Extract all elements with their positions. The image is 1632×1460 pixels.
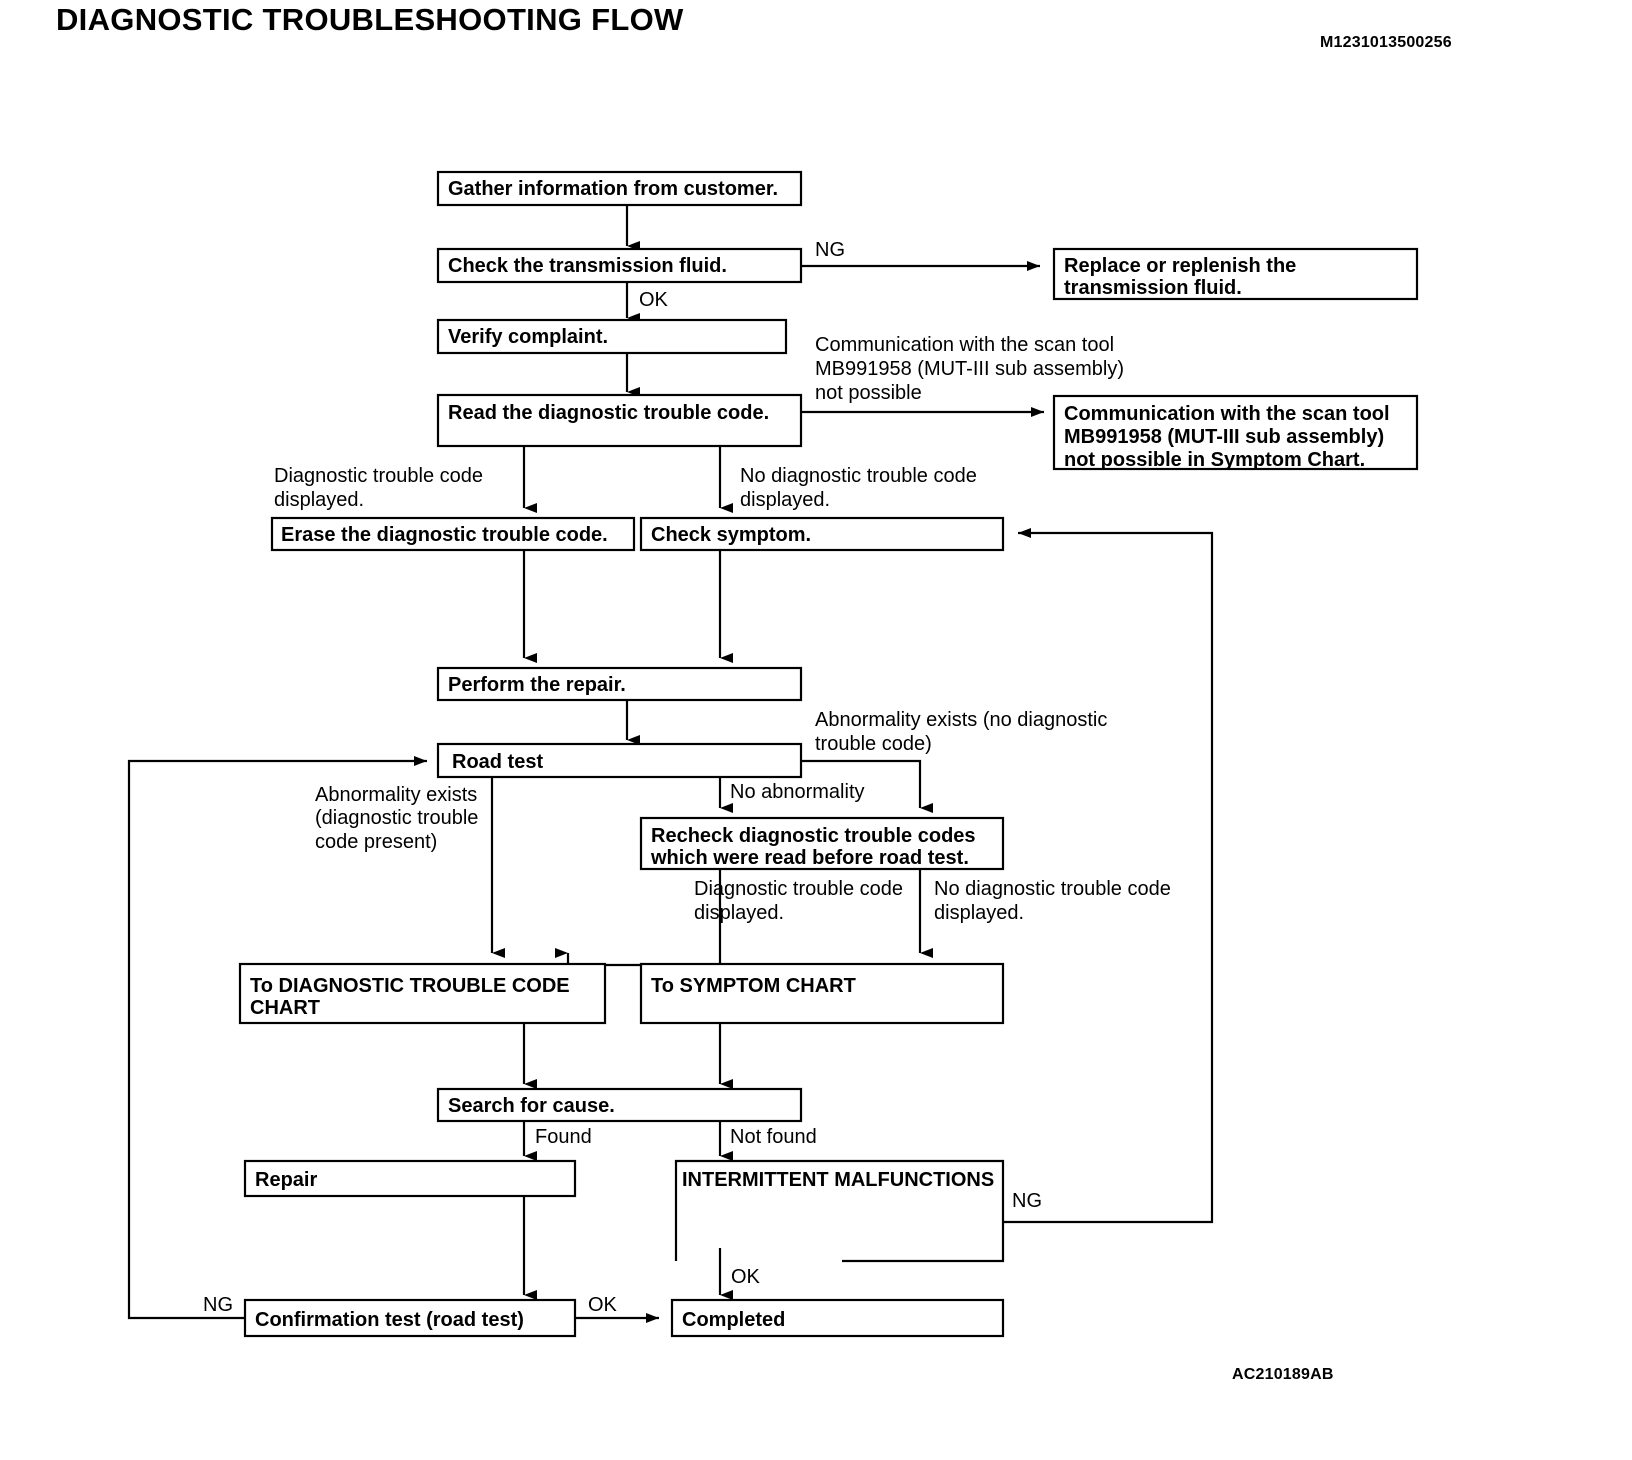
node-perform-the-repair-label: Perform the repair. xyxy=(448,674,626,696)
edge-label-comm-note-line3: not possible xyxy=(815,382,922,404)
node-to-diagnostic-trouble-code-chart-line2: CHART xyxy=(250,997,320,1019)
node-road-test-label: Road test xyxy=(452,751,543,773)
connector-intermittent-ng-return xyxy=(1003,528,1214,1224)
node-to-symptom-chart-label: To SYMPTOM CHART xyxy=(651,975,856,997)
node-read-diagnostic-trouble-code-label: Read the diagnostic trouble code. xyxy=(448,402,769,424)
node-check-symptom[interactable]: Check symptom. xyxy=(639,516,1005,552)
page-title: DIAGNOSTIC TROUBLESHOOTING FLOW xyxy=(56,2,684,37)
node-search-for-cause-label: Search for cause. xyxy=(448,1095,615,1117)
node-read-diagnostic-trouble-code[interactable]: Read the diagnostic trouble code. xyxy=(436,393,803,448)
node-intermittent-malfunctions-label: INTERMITTENT MALFUNCTIONS xyxy=(682,1169,994,1191)
node-communication-not-possible[interactable]: Communication with the scan tool MB99195… xyxy=(1052,394,1419,471)
node-verify-complaint-label: Verify complaint. xyxy=(448,326,608,348)
edge-label-not-found: Not found xyxy=(730,1126,817,1148)
edge-label-ng-confirmation: NG xyxy=(203,1294,233,1316)
edge-label-abnormality-dtc-line1: Abnormality exists xyxy=(315,784,477,806)
node-confirmation-test-label: Confirmation test (road test) xyxy=(255,1309,524,1331)
edge-label-ng-intermittent: NG xyxy=(1012,1190,1042,1212)
node-intermittent-malfunctions[interactable]: INTERMITTENT MALFUNCTIONS xyxy=(674,1159,1005,1263)
document-reference-number: M1231013500256 xyxy=(1320,34,1452,51)
node-to-diagnostic-trouble-code-chart[interactable]: To DIAGNOSTIC TROUBLE CODE CHART xyxy=(238,962,607,1025)
node-erase-diagnostic-trouble-code[interactable]: Erase the diagnostic trouble code. xyxy=(270,516,636,552)
node-to-symptom-chart[interactable]: To SYMPTOM CHART xyxy=(639,962,1005,1025)
edge-label-recheck-dtc-displayed-line2: displayed. xyxy=(694,902,784,924)
node-completed-label: Completed xyxy=(682,1309,785,1331)
node-recheck-diagnostic-trouble-codes-line2: which were read before road test. xyxy=(650,847,969,869)
node-recheck-diagnostic-trouble-codes[interactable]: Recheck diagnostic trouble codes which w… xyxy=(639,816,1005,871)
edge-label-no-dtc-displayed-line2: displayed. xyxy=(740,489,830,511)
node-communication-not-possible-line1: Communication with the scan tool xyxy=(1064,403,1390,425)
edge-label-recheck-no-dtc-line2: displayed. xyxy=(934,902,1024,924)
edge-label-comm-note-line1: Communication with the scan tool xyxy=(815,334,1114,356)
node-replace-or-replenish-fluid[interactable]: Replace or replenish the transmission fl… xyxy=(1052,247,1419,301)
node-search-for-cause[interactable]: Search for cause. xyxy=(436,1087,803,1123)
node-communication-not-possible-line3: not possible in Symptom Chart. xyxy=(1064,449,1365,471)
node-to-diagnostic-trouble-code-chart-line1: To DIAGNOSTIC TROUBLE CODE xyxy=(250,975,570,997)
edge-label-ok-confirmation: OK xyxy=(588,1294,618,1316)
node-verify-complaint[interactable]: Verify complaint. xyxy=(436,318,788,355)
edge-label-ng-fluid: NG xyxy=(815,239,845,261)
edge-label-recheck-no-dtc-line1: No diagnostic trouble code xyxy=(934,878,1171,900)
edge-label-abnormality-no-dtc-line1: Abnormality exists (no diagnostic xyxy=(815,709,1107,731)
node-check-transmission-fluid-label: Check the transmission fluid. xyxy=(448,255,727,277)
edge-label-no-abnormality: No abnormality xyxy=(730,781,865,803)
edge-label-ok-fluid: OK xyxy=(639,289,669,311)
edge-label-abnormality-dtc-line3: code present) xyxy=(315,831,437,853)
node-confirmation-test[interactable]: Confirmation test (road test) xyxy=(243,1298,577,1338)
edge-label-abnormality-no-dtc-line2: trouble code) xyxy=(815,733,932,755)
edge-label-no-dtc-displayed-line1: No diagnostic trouble code xyxy=(740,465,977,487)
edge-label-found: Found xyxy=(535,1126,592,1148)
node-check-transmission-fluid[interactable]: Check the transmission fluid. xyxy=(436,247,803,284)
edge-label-abnormality-dtc-line2: (diagnostic trouble xyxy=(315,807,478,829)
edge-label-ok-intermittent: OK xyxy=(731,1266,761,1288)
node-gather-information-label: Gather information from customer. xyxy=(448,178,778,200)
node-erase-diagnostic-trouble-code-label: Erase the diagnostic trouble code. xyxy=(281,524,608,546)
connector-confirmation-ng-return xyxy=(127,756,427,1320)
node-gather-information[interactable]: Gather information from customer. xyxy=(436,170,803,207)
node-completed[interactable]: Completed xyxy=(670,1298,1005,1338)
node-replace-or-replenish-fluid-line1: Replace or replenish the xyxy=(1064,255,1296,277)
node-road-test[interactable]: Road test xyxy=(436,742,803,779)
node-communication-not-possible-line2: MB991958 (MUT-III sub assembly) xyxy=(1064,426,1384,448)
node-check-symptom-label: Check symptom. xyxy=(651,524,811,546)
connector-road-test-abnormality-no-dtc xyxy=(801,759,933,813)
node-replace-or-replenish-fluid-line2: transmission fluid. xyxy=(1064,277,1242,299)
edge-label-recheck-dtc-displayed-line1: Diagnostic trouble code xyxy=(694,878,903,900)
edge-label-dtc-displayed-line1: Diagnostic trouble code xyxy=(274,465,483,487)
figure-reference-number: AC210189AB xyxy=(1232,1366,1334,1383)
edge-label-dtc-displayed-line2: displayed. xyxy=(274,489,364,511)
node-repair[interactable]: Repair xyxy=(243,1159,577,1198)
node-recheck-diagnostic-trouble-codes-line1: Recheck diagnostic trouble codes xyxy=(651,825,976,847)
node-perform-the-repair[interactable]: Perform the repair. xyxy=(436,666,803,702)
node-repair-label: Repair xyxy=(255,1169,317,1191)
edge-label-comm-note-line2: MB991958 (MUT-III sub assembly) xyxy=(815,358,1124,380)
